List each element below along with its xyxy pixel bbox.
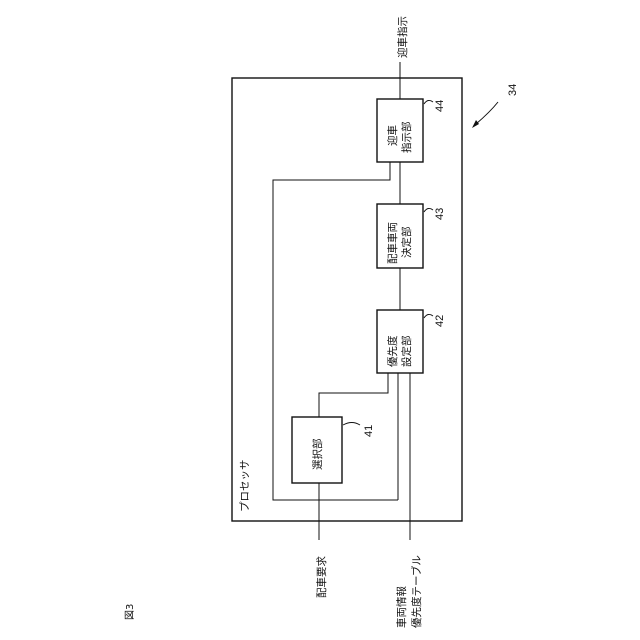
input-table-label-2: 優先度テーブル [410,555,423,628]
processor-ref-arrowhead [472,120,479,128]
priority-setter-block [377,310,423,373]
input-table-label-1: 車両情報 [395,586,408,628]
selector-ref: 41 [363,425,375,437]
vehicle-decider-ref: 43 [434,208,446,220]
priority-setter-ref-leader [424,314,433,318]
priority-setter-ref: 42 [434,315,446,327]
processor-label: プロセッサ [239,460,251,513]
processor-ref-leader [476,102,498,124]
link-selector-to-priority [319,373,388,417]
output-instruction-label: 迎車指示 [396,16,409,58]
selector-label: 選択部 [311,439,324,471]
pickup-instructor-ref: 44 [434,100,446,112]
selector-ref-leader [343,423,360,426]
figure-label: 図3 [124,604,136,620]
processor-ref: 34 [507,84,519,96]
pickup-instructor-block [377,99,423,162]
vehicle-decider-label-2: 決定部 [400,227,413,259]
vehicle-decider-label-1: 配車車両 [386,222,399,264]
pickup-instructor-label-2: 指示部 [400,122,413,154]
input-request-label: 配車要求 [315,556,328,598]
vehicle-decider-block [377,204,423,268]
pickup-instructor-label-1: 迎車 [386,125,399,146]
priority-setter-label-1: 優先度 [386,335,399,367]
pickup-instructor-ref-leader [424,100,433,104]
priority-setter-label-2: 設定部 [400,336,413,368]
vehicle-decider-ref-leader [424,208,433,212]
processor-frame [232,78,462,521]
